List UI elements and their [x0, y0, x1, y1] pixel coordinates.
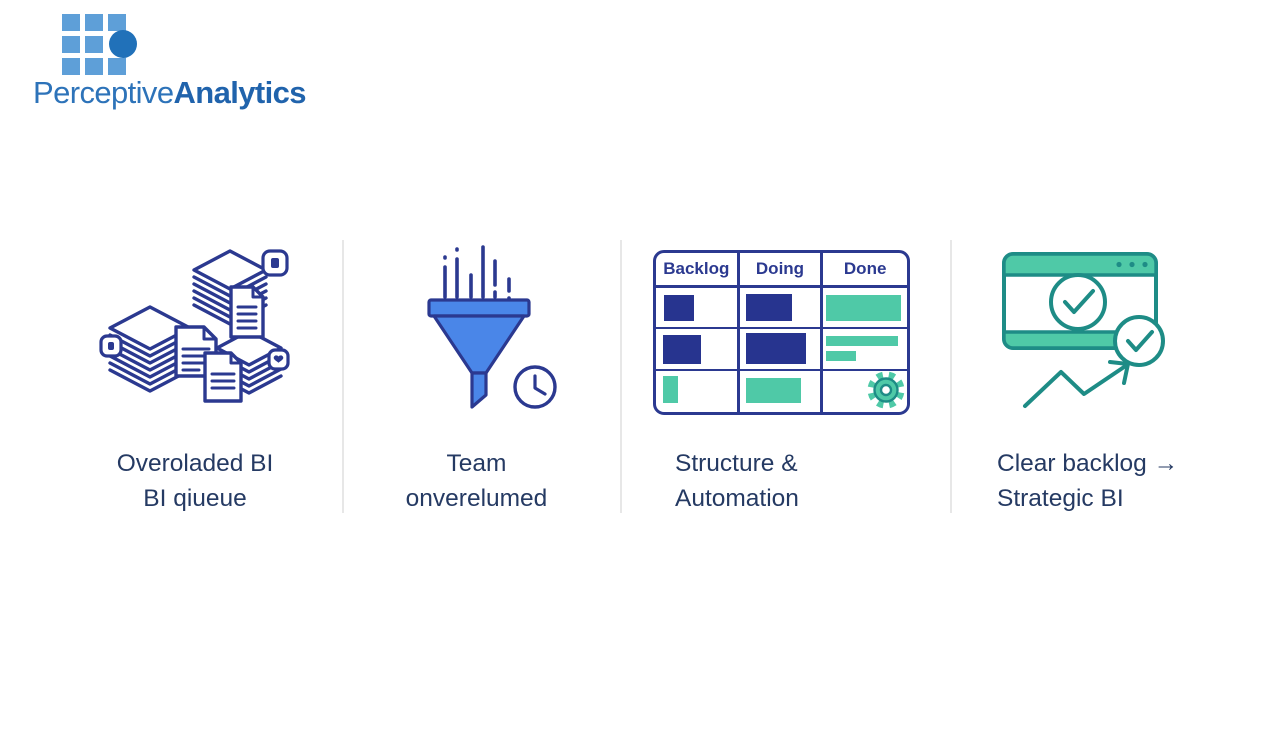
logo-wordmark: PerceptiveAnalytics — [33, 75, 307, 110]
kanban-card — [664, 295, 694, 321]
process-steps-band: Overoladed BI BI qiueue — [0, 240, 1275, 530]
kanban-cell — [739, 288, 824, 330]
documents-stack-icon — [97, 243, 302, 423]
funnel-clock-icon — [427, 245, 562, 420]
kanban-card — [826, 351, 857, 362]
caption-structure-automation: Structure & Automation — [675, 446, 799, 516]
caption-line: Clear backlog → — [997, 450, 1179, 477]
browser-checks-growth-icon — [1000, 248, 1175, 428]
logo-dot-icon — [109, 30, 137, 58]
kanban-card — [745, 294, 792, 321]
kanban-card — [663, 335, 701, 365]
panel-overloaded-bi: Overoladed BI BI qiueue — [0, 240, 342, 530]
panel-team-overwhelmed: Team onverelumed — [342, 240, 621, 530]
kanban-card — [826, 336, 899, 347]
kanban-column-doing: Doing — [739, 253, 824, 288]
kanban-column-done: Done — [823, 253, 907, 288]
caption-line: Structure & — [675, 450, 798, 477]
kanban-cell — [656, 370, 740, 412]
kanban-card — [745, 333, 806, 365]
caption-overloaded-bi: Overoladed BI BI qiueue — [24, 446, 366, 516]
divider-1 — [342, 240, 344, 513]
perceptive-analytics-logo: PerceptiveAnalytics — [33, 14, 307, 110]
kanban-cell — [740, 370, 824, 412]
caption-line: BI qiueue — [143, 485, 247, 512]
kanban-cell — [739, 329, 824, 371]
kanban-cell — [823, 288, 907, 330]
kanban-cell — [823, 329, 907, 371]
kanban-cell — [823, 371, 907, 412]
caption-line: Team — [446, 450, 507, 477]
divider-3 — [950, 240, 952, 513]
caption-line: Strategic BI — [997, 485, 1124, 512]
caption-line: Automation — [675, 485, 799, 512]
caption-line: Overoladed BI — [116, 450, 274, 477]
divider-2 — [620, 240, 622, 513]
panel-structure-automation: Backlog Doing Done Stru — [621, 240, 950, 530]
logo-text-perceptive: Perceptive — [33, 75, 174, 110]
kanban-card — [663, 375, 678, 403]
logo-text-analytics: Analytics — [173, 75, 306, 110]
kanban-card — [826, 295, 902, 321]
caption-line: onverelumed — [405, 485, 548, 512]
kanban-board-icon: Backlog Doing Done — [653, 250, 910, 415]
panel-clear-backlog: Clear backlog → Strategic BI — [950, 240, 1275, 530]
caption-team-overwhelmed: Team onverelumed — [337, 446, 616, 516]
kanban-column-backlog: Backlog — [656, 253, 740, 288]
kanban-cell — [656, 288, 740, 330]
kanban-cell — [656, 329, 740, 371]
logo-grid-icon — [62, 14, 142, 75]
gear-icon — [867, 371, 905, 409]
caption-clear-backlog: Clear backlog → Strategic BI — [997, 446, 1178, 516]
kanban-card — [745, 377, 801, 403]
